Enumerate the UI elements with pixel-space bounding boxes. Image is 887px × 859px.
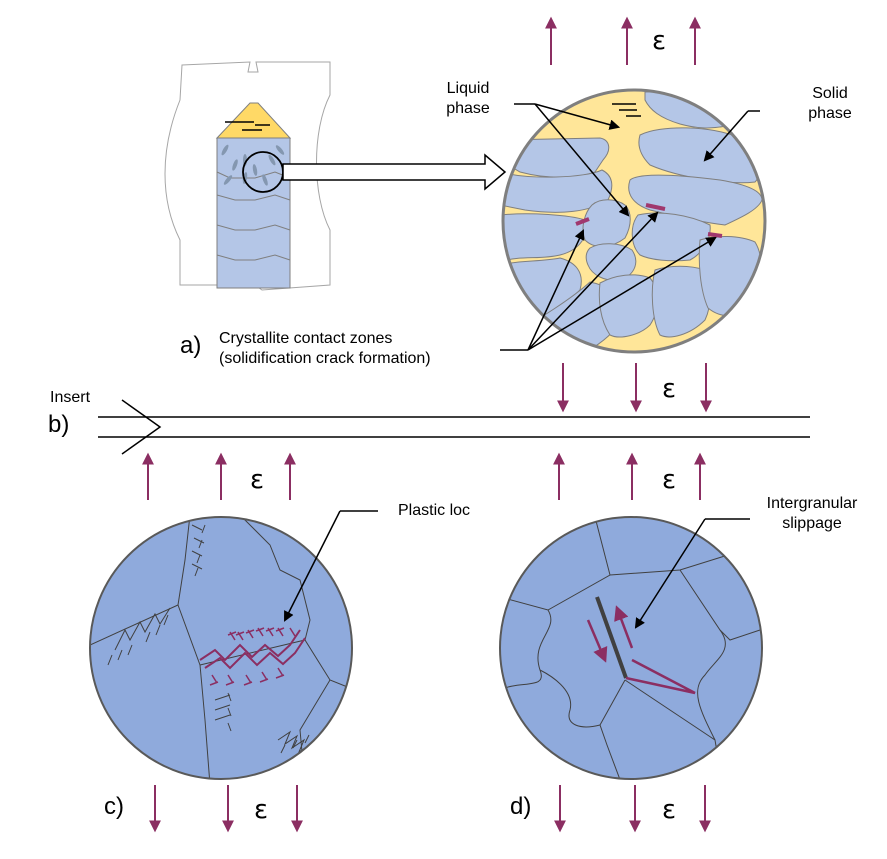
strain-symbol-bottom-a: ε (662, 374, 677, 404)
insert-label: Insert (50, 389, 91, 406)
liquid-phase-label: Liquid phase (446, 80, 490, 117)
strain-arrows-bottom-a (557, 363, 712, 413)
annotation-arrows-a (500, 103, 760, 351)
weld-pool (215, 102, 292, 139)
strain-arrows-top-a (545, 16, 701, 65)
plastic-localization-circle (89, 516, 353, 780)
intergranular-slippage-label: Intergranular slippage (766, 495, 858, 532)
strain-arrows-bottom-cd (149, 785, 711, 833)
annotation-arrows-cd (284, 510, 750, 629)
zoom-arrow (282, 153, 507, 191)
plastic-loc-label: Plastic loc (398, 502, 471, 519)
plastic-loc-zone (199, 627, 306, 686)
strain-symbol-top-a: ε (652, 26, 667, 56)
solidification-zoom-circle (501, 88, 767, 354)
intergranular-slippage-circle (499, 516, 763, 780)
solid-phase-label: Solid phase (808, 85, 852, 122)
slip-boundary (595, 596, 628, 679)
strain-symbol-bottom-d: ε (662, 795, 677, 825)
panel-label-a: a) (180, 332, 202, 359)
weld-seam-schematic (164, 61, 507, 291)
strain-symbol-bottom-c: ε (254, 795, 269, 825)
strain-arrows-top-cd (142, 452, 706, 500)
panel-label-b: b) (48, 411, 70, 438)
panel-label-c: c) (104, 793, 124, 820)
panel-label-d: d) (510, 793, 532, 820)
insert-lines (98, 399, 810, 455)
strain-symbol-top-d: ε (662, 465, 677, 495)
strain-symbol-top-c: ε (250, 465, 265, 495)
contact-zones-label: Crystallite contact zones (solidificatio… (219, 330, 431, 367)
